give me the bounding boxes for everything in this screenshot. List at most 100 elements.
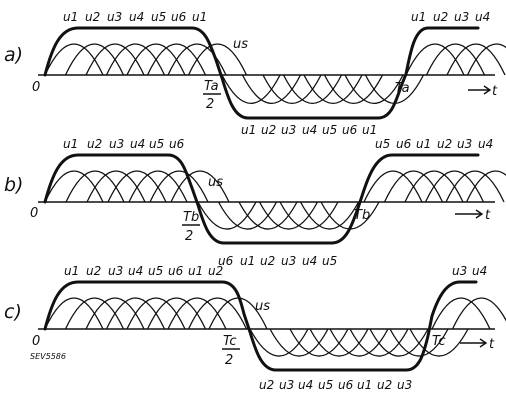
phase-wave [329, 328, 389, 357]
phase-label: u2 [208, 264, 223, 278]
phase-label: u2 [85, 10, 100, 24]
phase-wave [369, 328, 429, 357]
phase-label: u1 [192, 10, 207, 24]
phase-wave [279, 201, 339, 230]
phase-wave [126, 43, 186, 76]
phase-label: u1 [64, 264, 79, 278]
phase-label: u4 [129, 10, 144, 24]
phase-label: u1 [411, 10, 426, 24]
phase-label: u4 [302, 254, 317, 268]
phase-label: u3 [281, 254, 296, 268]
panel-c: c) 0 us Tc 2 Tc t u1 u2 u3 u4 u5 u6 u1 u… [4, 264, 506, 392]
phase-wave [64, 43, 125, 76]
phase-label: u5 [375, 137, 390, 151]
phase-label: u3 [108, 264, 123, 278]
phase-label: u6 [168, 264, 184, 278]
panel-b-half-period-den: 2 [185, 229, 193, 244]
phase-label: u2 [86, 264, 101, 278]
panel-b-time-arrow [455, 209, 484, 219]
phase-wave [197, 201, 257, 230]
phase-label: u4 [472, 264, 487, 278]
panel-a-bottom-labels: u1 u2 u3 u4 u5 u6 u1 [241, 123, 377, 137]
phase-wave [167, 43, 227, 76]
panel-a-period: Ta [395, 81, 410, 96]
phase-label: u3 [281, 123, 296, 137]
phase-wave [167, 297, 227, 330]
phase-wave [221, 74, 281, 104]
phase-wave [323, 74, 384, 104]
phase-label: u6 [169, 137, 185, 151]
phase-label: u1 [63, 10, 78, 24]
phase-label: u3 [397, 378, 412, 392]
phase-label: u1 [188, 264, 203, 278]
phase-label: u5 [322, 254, 337, 268]
phase-wave [65, 170, 125, 203]
panel-c-top-labels-left: u1 u2 u3 u4 u5 u6 u1 u2 [64, 264, 223, 278]
panel-a-phase-waves [44, 43, 506, 104]
panel-c-top-labels-right: u3 u4 [452, 264, 487, 278]
panel-c-origin: 0 [32, 334, 40, 349]
panel-a-envelope-us [43, 26, 480, 120]
panel-c-envelope-us [43, 280, 478, 372]
phase-wave [405, 43, 465, 76]
phase-wave [424, 170, 485, 203]
phase-wave [425, 43, 486, 76]
panel-c-phase-waves [44, 297, 506, 357]
phase-label: u6 [171, 10, 187, 24]
phase-label: u2 [433, 10, 448, 24]
phase-label: u3 [109, 137, 124, 151]
phase-wave [389, 328, 449, 357]
phase-wave [86, 170, 146, 203]
panel-c-time-arrow [460, 338, 488, 348]
panel-a-label: a) [4, 44, 23, 66]
phase-wave [149, 170, 209, 203]
panel-b-period: Tb [354, 208, 370, 223]
panel-c-label: c) [4, 301, 22, 323]
phase-wave [128, 170, 188, 203]
panel-a: a) 0 us Ta 2 Ta t u1 u2 u3 u4 u5 u6 u1 u… [4, 10, 506, 137]
phase-label: u1 [241, 123, 256, 137]
phase-label: u2 [87, 137, 102, 151]
phase-label: u2 [259, 378, 274, 392]
panel-b-time-label: t [485, 208, 491, 223]
phase-label: u4 [478, 137, 493, 151]
figure-code: SEV5586 [30, 352, 66, 361]
phase-label: u4 [475, 10, 490, 24]
phase-label: u1 [63, 137, 78, 151]
panel-b-origin: 0 [30, 206, 38, 221]
phase-wave [44, 297, 104, 330]
panel-c-bottom-labels: u2 u3 u4 u5 u6 u1 u2 u3 [259, 378, 412, 392]
phase-label: u6 [396, 137, 412, 151]
phase-label: u3 [457, 137, 472, 151]
phase-label: u6 [218, 254, 234, 268]
phase-wave [446, 43, 506, 76]
phase-label: u2 [377, 378, 392, 392]
phase-wave [309, 328, 369, 357]
panel-b-phase-waves [44, 170, 506, 230]
panel-c-time-label: t [489, 337, 495, 352]
panel-b: b) 0 us Tb 2 Tb t u1 u2 u3 u4 u5 u6 u6 u… [4, 137, 506, 268]
phase-wave [105, 297, 166, 330]
phase-label: u4 [298, 378, 313, 392]
panel-a-envelope-label: us [233, 37, 248, 52]
phase-label: u5 [149, 137, 164, 151]
phase-label: u5 [322, 123, 337, 137]
phase-label: u2 [261, 123, 276, 137]
phase-label: u1 [416, 137, 431, 151]
phase-label: u2 [260, 254, 275, 268]
panel-b-top-labels-left: u1 u2 u3 u4 u5 u6 [63, 137, 185, 151]
panel-b-envelope-us [43, 153, 480, 245]
phase-label: u5 [318, 378, 333, 392]
panel-a-top-labels-left: u1 u2 u3 u4 u5 u6 u1 [63, 10, 207, 24]
phase-wave [465, 170, 506, 203]
phase-wave [431, 297, 491, 330]
phase-wave [217, 201, 278, 230]
phase-label: u5 [151, 10, 166, 24]
phase-wave [363, 170, 423, 203]
panel-c-envelope-label: us [255, 299, 270, 314]
phase-wave [107, 170, 167, 203]
phase-wave [105, 43, 166, 76]
phase-wave [404, 170, 464, 203]
phase-label: u1 [357, 378, 372, 392]
phase-wave [269, 328, 329, 357]
